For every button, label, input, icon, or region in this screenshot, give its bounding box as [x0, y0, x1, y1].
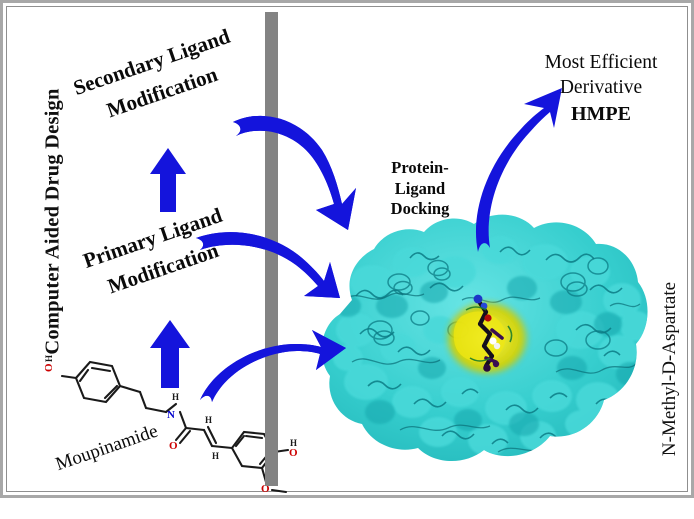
- panel-divider: [265, 12, 278, 486]
- protein-ligand-docking-label: Protein- Ligand Docking: [377, 158, 463, 220]
- result-line1: Most Efficient: [544, 52, 658, 73]
- docking-line3: Docking: [390, 199, 450, 219]
- docking-line1: Protein-: [391, 158, 449, 177]
- result-label: Most Efficient Derivative HMPE: [516, 50, 686, 127]
- result-compound-name: HMPE: [571, 102, 631, 125]
- result-line2: Derivative: [559, 77, 643, 99]
- left-vertical-caption: Computer Aided Drug Design: [41, 88, 64, 355]
- graphical-abstract-figure: O H N H O H H O H O: [0, 0, 694, 498]
- figure-outer-border: [0, 0, 694, 498]
- right-vertical-caption: N-Methyl-D-Aspartate: [659, 281, 680, 457]
- docking-line2: Ligand: [394, 178, 446, 198]
